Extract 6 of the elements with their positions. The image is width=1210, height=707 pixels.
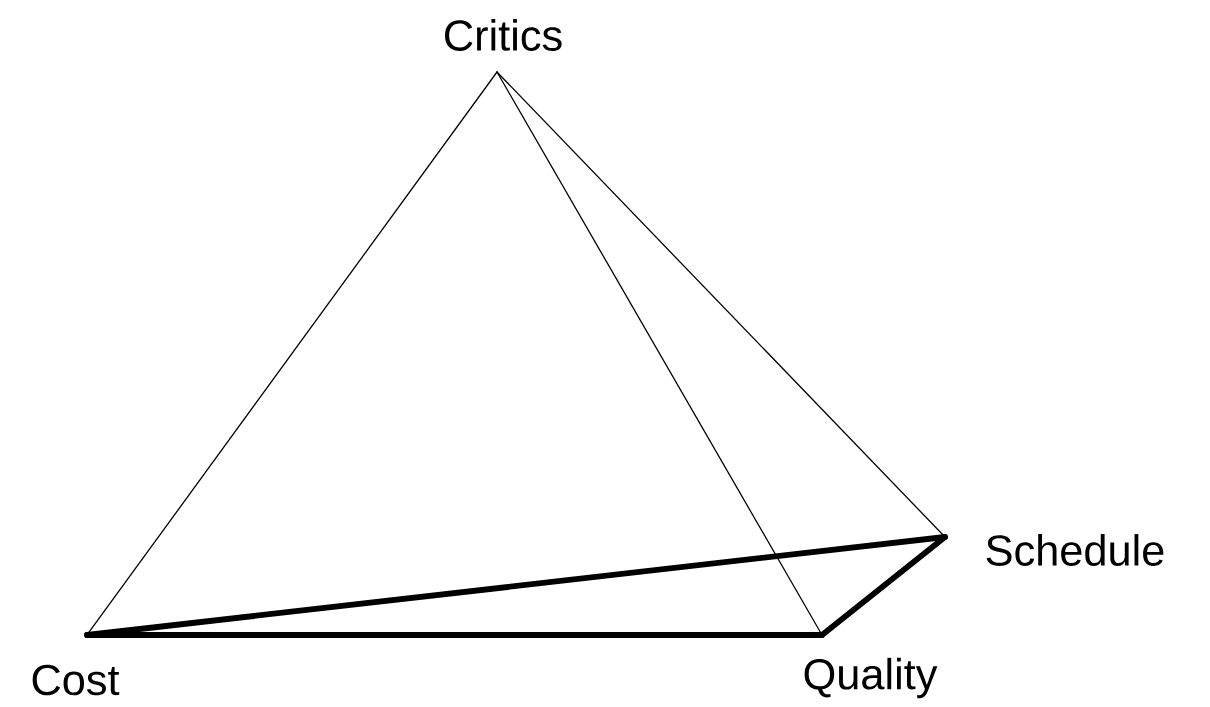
vertex-label: Cost [32, 664, 120, 696]
line [84, 632, 825, 638]
vertex-label: Schedule [986, 534, 1164, 566]
vertex-label: Critics [445, 19, 562, 51]
line [819, 534, 948, 638]
vertex-label: Quality [804, 657, 938, 699]
